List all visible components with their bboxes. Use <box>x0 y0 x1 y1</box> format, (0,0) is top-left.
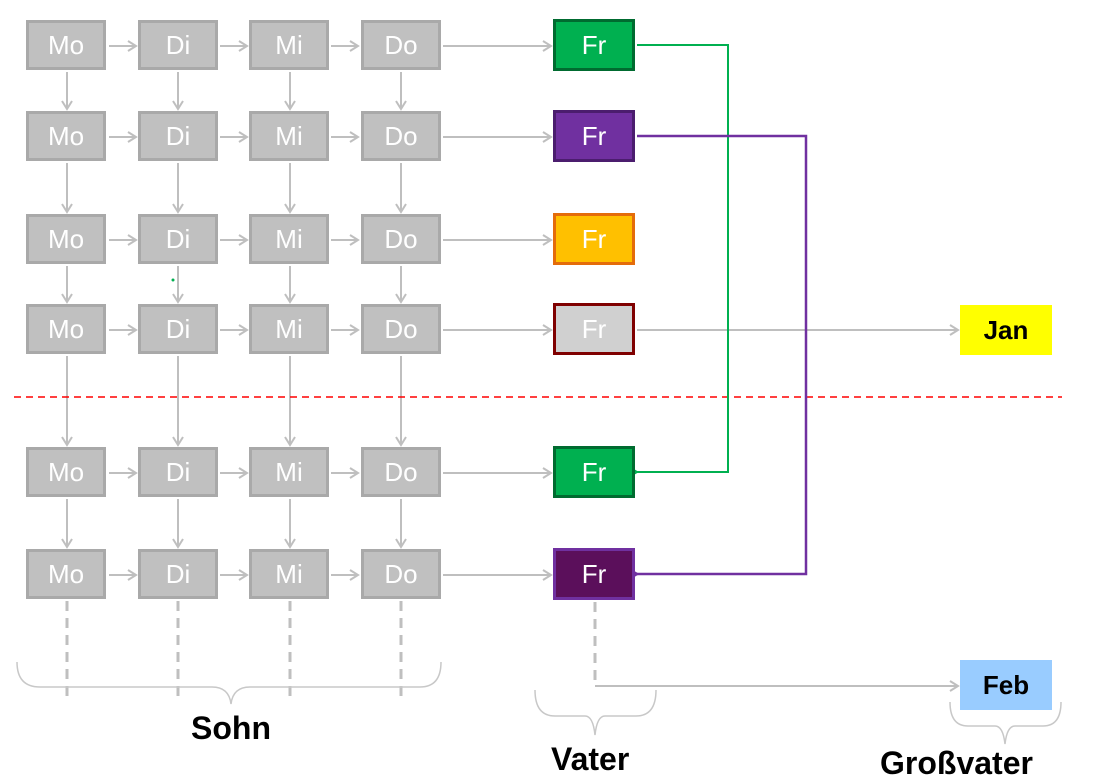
friday-box-gray: Fr <box>553 303 635 355</box>
day-box-do: Do <box>361 447 441 497</box>
group-label-vater: Vater <box>551 741 630 777</box>
friday-box-green: Fr <box>553 446 635 498</box>
day-box-mi: Mi <box>249 214 329 264</box>
day-box-do: Do <box>361 549 441 599</box>
group-label-grossvater: Großvater <box>880 745 1033 781</box>
friday-box-dark-purple: Fr <box>553 548 635 600</box>
day-box-mo: Mo <box>26 111 106 161</box>
friday-box-purple: Fr <box>553 110 635 162</box>
day-box-di: Di <box>138 214 218 264</box>
day-box-mo: Mo <box>26 447 106 497</box>
vater-brace <box>534 689 657 736</box>
day-box-mi: Mi <box>249 304 329 354</box>
day-box-do: Do <box>361 111 441 161</box>
day-arrows <box>109 40 553 581</box>
purple-link-arrow <box>637 134 808 574</box>
group-label-sohn: Sohn <box>191 710 271 746</box>
day-box-di: Di <box>138 304 218 354</box>
stray-mark <box>171 278 175 282</box>
day-box-di: Di <box>138 549 218 599</box>
day-box-mo: Mo <box>26 20 106 70</box>
day-box-mi: Mi <box>249 549 329 599</box>
day-box-mi: Mi <box>249 20 329 70</box>
day-box-di: Di <box>138 111 218 161</box>
day-box-do: Do <box>361 214 441 264</box>
day-box-mo: Mo <box>26 214 106 264</box>
day-box-do: Do <box>361 304 441 354</box>
day-box-mi: Mi <box>249 447 329 497</box>
sohn-brace <box>16 661 442 705</box>
day-box-mi: Mi <box>249 111 329 161</box>
friday-box-orange: Fr <box>553 213 635 265</box>
green-link-arrow <box>626 44 729 479</box>
month-box-jan: Jan <box>960 305 1052 355</box>
column-arrows <box>61 72 407 549</box>
grossvater-brace <box>949 701 1062 745</box>
day-box-di: Di <box>138 20 218 70</box>
friday-box-green: Fr <box>553 19 635 71</box>
day-box-mo: Mo <box>26 549 106 599</box>
continuation-dashes <box>65 601 597 702</box>
day-box-mo: Mo <box>26 304 106 354</box>
day-box-do: Do <box>361 20 441 70</box>
month-box-feb: Feb <box>960 660 1052 710</box>
day-box-di: Di <box>138 447 218 497</box>
